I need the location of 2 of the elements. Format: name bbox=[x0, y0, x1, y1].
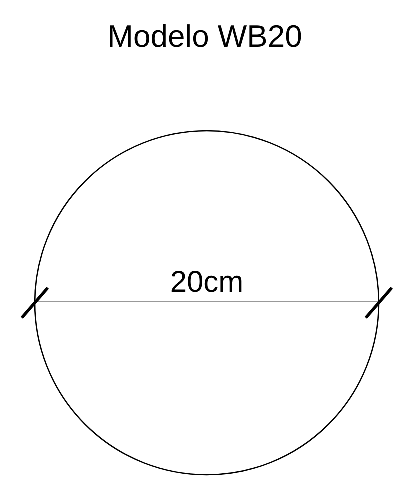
title: Modelo WB20 bbox=[106, 18, 304, 56]
dimension-label: 20cm bbox=[169, 266, 245, 300]
